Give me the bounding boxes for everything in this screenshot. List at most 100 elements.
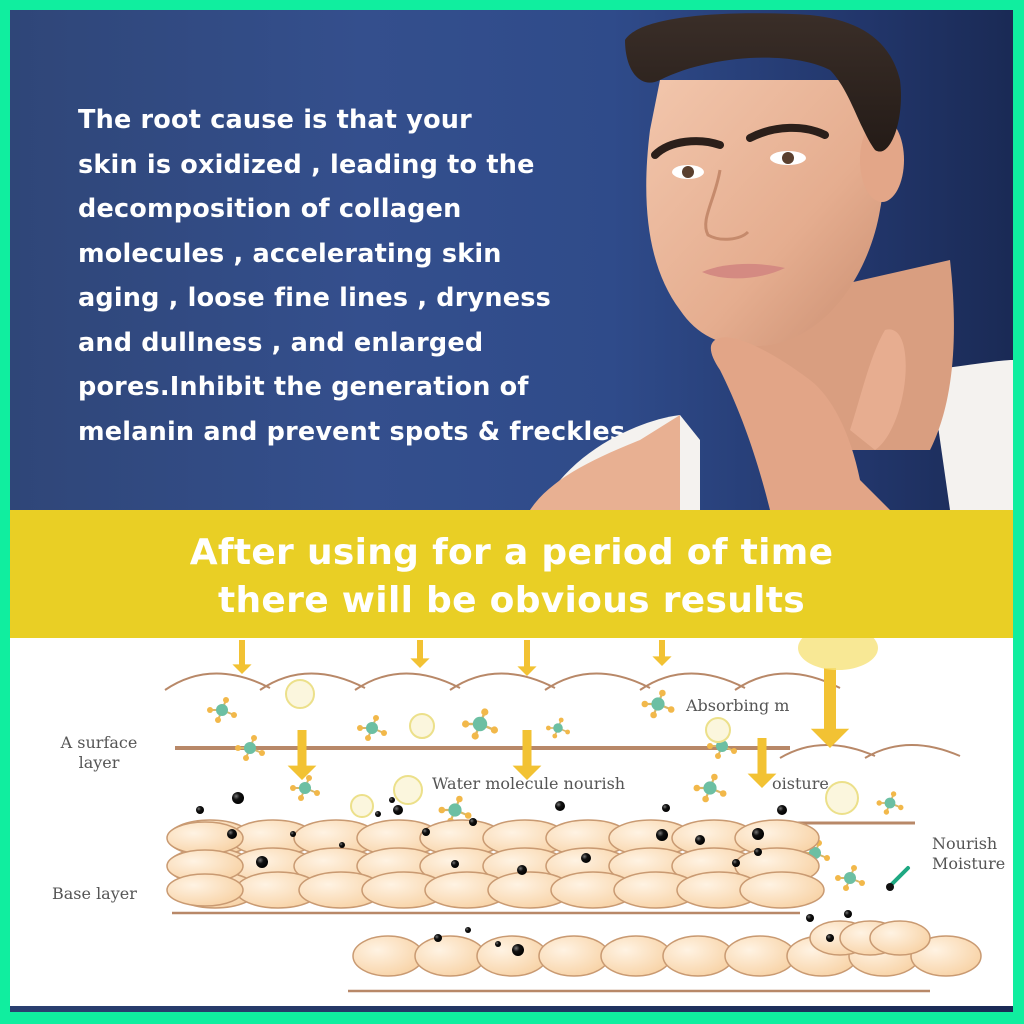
water-molecule: [835, 865, 865, 891]
skin-cell: [476, 935, 548, 977]
water-molecule: [876, 791, 904, 815]
melanin-particle: [806, 914, 814, 922]
hero-section: The root cause is that your skin is oxid…: [10, 10, 1013, 510]
water-molecule: [693, 773, 727, 803]
melanin-particle: [422, 828, 430, 836]
membrane-lines: [164, 672, 961, 993]
arrow: [747, 738, 777, 788]
label-water-molecule: Water molecule nourish: [432, 774, 626, 793]
hero-line: aging , loose fine lines , dryness: [78, 283, 551, 313]
melanin-particle: [656, 829, 668, 841]
melanin-particle: [196, 806, 204, 814]
skin-cell: [739, 871, 825, 909]
skin-cell: [538, 935, 610, 977]
arrow: [410, 640, 430, 668]
skin-diagram-illustration: [164, 626, 982, 993]
vitamin-bubble: [285, 679, 315, 709]
melanin-particle: [256, 856, 268, 868]
melanin-particle: [227, 829, 237, 839]
banner-line-1: After using for a period of time: [189, 532, 834, 573]
melanin-particle: [465, 927, 471, 933]
water-molecule: [462, 708, 498, 740]
melanin-particle: [777, 805, 787, 815]
label-nourish: Nourish: [932, 834, 998, 853]
label-moisture-partial: oisture: [772, 774, 829, 793]
hero-line: melanin and prevent spots & freckles: [78, 416, 626, 447]
bottom-strip: [10, 1006, 1013, 1012]
outer-membrane-right: [779, 744, 961, 759]
hero-line: The root cause is that your: [78, 105, 472, 135]
molecules: [207, 679, 904, 891]
melanin-particle: [732, 859, 740, 867]
skin-cell: [724, 935, 796, 977]
arrow: [232, 640, 252, 674]
face: [646, 80, 884, 347]
vitamin-bubble: [705, 717, 731, 743]
melanin-particles: [196, 792, 852, 956]
droplet: [798, 626, 878, 670]
melanin-particle: [393, 805, 403, 815]
ad-panel: The root cause is that your skin is oxid…: [10, 10, 1013, 1010]
hero-description: The root cause is that your skin is oxid…: [78, 98, 638, 454]
results-banner: After using for a period of time there w…: [10, 510, 1013, 638]
skin-cell: [869, 920, 931, 956]
hand: [710, 337, 890, 510]
label-moisture: Moisture: [932, 854, 1006, 873]
water-molecule: [357, 715, 387, 741]
label-nourish-moisture: Nourish Moisture: [932, 834, 1005, 874]
melanin-particle: [512, 944, 524, 956]
melanin-particle: [752, 828, 764, 840]
melanin-particle: [844, 910, 852, 918]
melanin-particle: [555, 801, 565, 811]
melanin-particle: [232, 792, 244, 804]
hero-line: decomposition of collagen: [78, 194, 462, 224]
skin-layer-diagram: A surface layer Base layer Water molecul…: [10, 626, 1013, 1010]
banner-line-2: there will be obvious results: [217, 580, 806, 621]
vitamin-bubble: [825, 781, 859, 815]
arrow: [287, 730, 317, 780]
water-molecule: [235, 735, 265, 761]
melanin-particle: [826, 934, 834, 942]
absorption-arrows: [232, 626, 878, 788]
skin-cell: [662, 935, 734, 977]
arrow: [652, 640, 672, 666]
water-molecule: [641, 689, 675, 719]
melanin-particle: [339, 842, 345, 848]
skin-cell: [414, 935, 486, 977]
outer-membrane: [164, 672, 841, 691]
melanin-particle: [495, 941, 501, 947]
hero-line: and dullness , and enlarged: [78, 327, 484, 358]
label-base-layer: Base layer: [52, 884, 137, 903]
hero-line: pores.Inhibit the generation of: [78, 372, 529, 402]
melanin-particle: [695, 835, 705, 845]
melanin-particle: [754, 848, 762, 856]
label-surface-line1: A surface: [60, 733, 138, 752]
nourish-pointer: [888, 866, 910, 888]
water-molecule: [546, 717, 570, 739]
vitamin-bubble: [350, 794, 374, 818]
nourish-pointer-dot: [886, 883, 894, 891]
man-portrait: [530, 13, 1013, 510]
melanin-particle: [389, 797, 395, 803]
melanin-particle: [290, 831, 296, 837]
vitamin-bubble: [393, 775, 423, 805]
hair: [625, 13, 901, 152]
arrow: [512, 730, 542, 780]
arrow: [517, 640, 537, 676]
label-surface-line2: layer: [78, 753, 120, 772]
water-molecule: [207, 697, 237, 723]
arrow: [810, 668, 850, 748]
melanin-particle: [375, 811, 381, 817]
skin-cell: [910, 935, 982, 977]
melanin-particle: [662, 804, 670, 812]
skin-cell: [352, 935, 424, 977]
label-absorbing: Absorbing m: [686, 696, 790, 715]
melanin-particle: [434, 934, 442, 942]
water-molecule: [438, 795, 472, 825]
skin-cells: [166, 819, 982, 977]
melanin-particle: [469, 818, 477, 826]
melanin-particle: [581, 853, 591, 863]
label-surface-layer: A surface layer: [54, 733, 144, 773]
melanin-particle: [517, 865, 527, 875]
water-molecule: [290, 775, 320, 801]
